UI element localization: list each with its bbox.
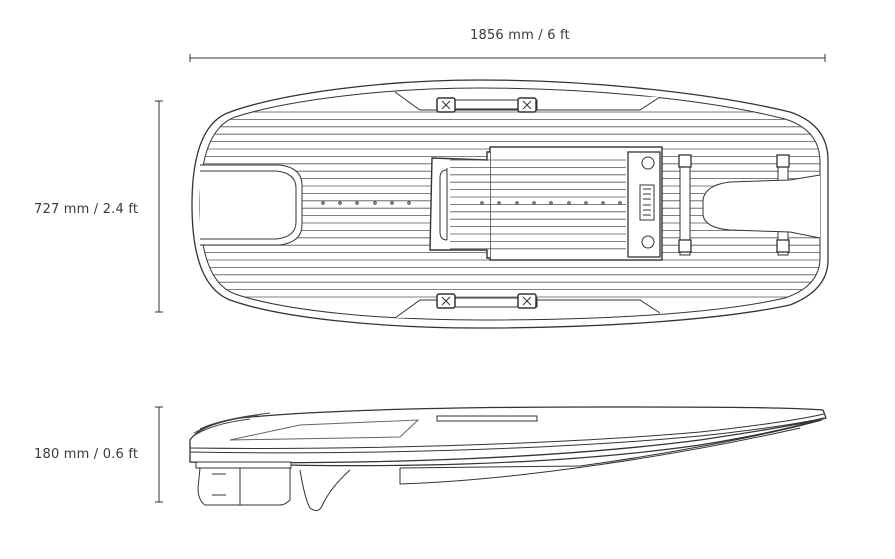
battery-hatch xyxy=(429,146,663,261)
fin xyxy=(299,469,351,512)
width-dimension-label: 727 mm / 2.4 ft xyxy=(34,202,139,217)
width-dimension-line xyxy=(155,100,163,313)
centerline-dot xyxy=(532,201,536,205)
height-dimension-label: 180 mm / 0.6 ft xyxy=(34,447,139,462)
height-dimension-line xyxy=(155,406,163,503)
length-dimension-line xyxy=(189,54,826,62)
centerline-dot xyxy=(515,201,519,205)
rear-kick-pad xyxy=(200,164,303,246)
centerline-dot xyxy=(549,201,553,205)
mast-plate xyxy=(195,461,292,469)
grab-handle-bottom xyxy=(436,293,538,309)
centerline-dot xyxy=(497,201,501,205)
length-dimension-label: 1856 mm / 6 ft xyxy=(470,28,570,43)
centerline-dot xyxy=(390,201,394,205)
nose-cutout xyxy=(702,174,821,239)
deck-profile xyxy=(189,406,827,464)
hull-bottom xyxy=(189,417,825,467)
centerline-dot xyxy=(601,201,605,205)
front-foot-strap xyxy=(678,154,692,256)
board-top-view xyxy=(191,79,829,329)
centerline-dot xyxy=(567,201,571,205)
centerline-dot xyxy=(321,201,325,205)
centerline-dot xyxy=(480,201,484,205)
centerline-dot xyxy=(355,201,359,205)
centerline-dot xyxy=(618,201,622,205)
centerline-dot xyxy=(407,201,411,205)
centerline-dot xyxy=(373,201,377,205)
centerline-dot xyxy=(338,201,342,205)
centerline-dots xyxy=(321,201,622,205)
board-side-view xyxy=(189,406,827,512)
board-outline xyxy=(191,79,829,329)
centerline-dot xyxy=(584,201,588,205)
motor-pod xyxy=(197,467,291,506)
deck-handle-side xyxy=(436,415,538,422)
grab-handle-top xyxy=(436,97,538,113)
